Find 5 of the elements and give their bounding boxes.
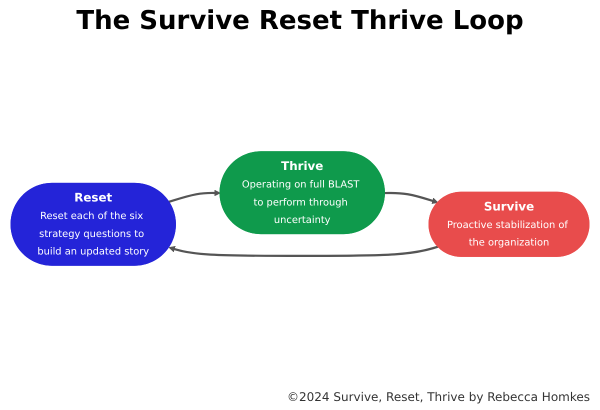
arrow [384, 191, 438, 204]
arrow [168, 189, 221, 202]
caption: ©2024 Survive, Reset, Thrive by Rebecca Homkes [287, 390, 590, 404]
arrow [168, 245, 438, 257]
title: The Survive Reset Thrive Loop [75, 6, 525, 36]
